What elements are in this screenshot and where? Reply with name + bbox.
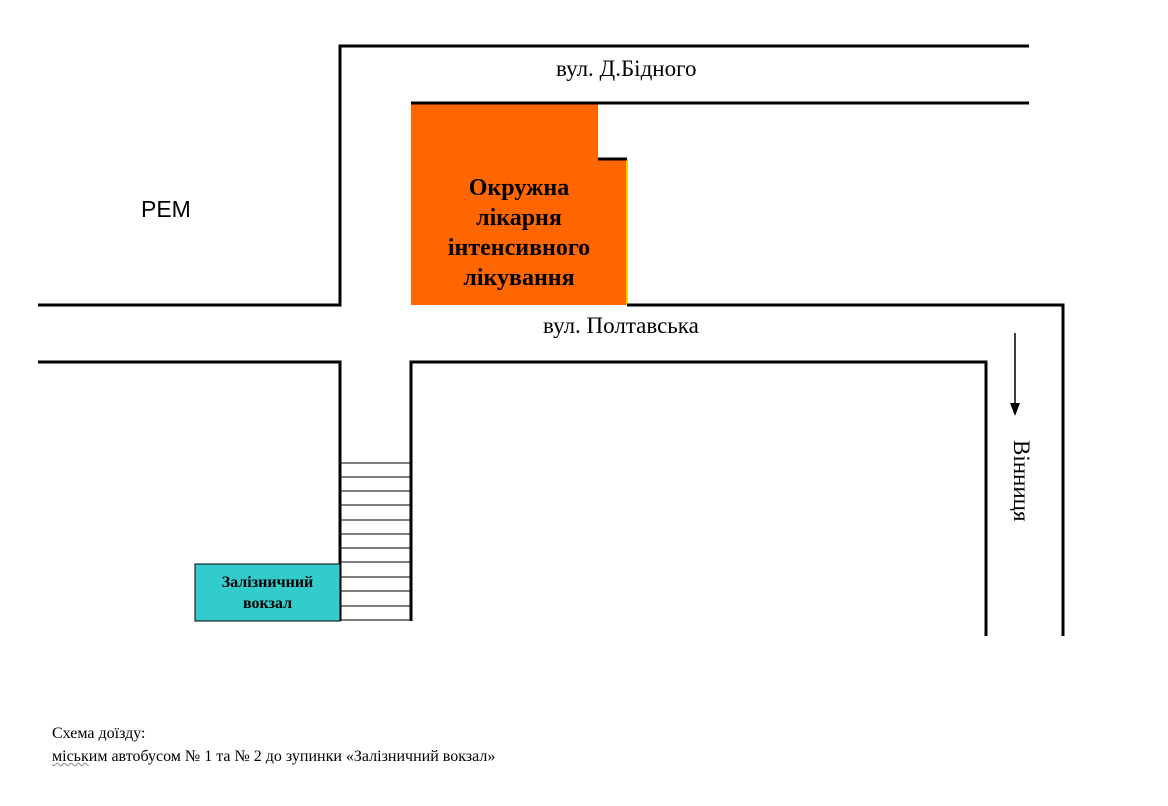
- street-edge-poltavska-south-west: [38, 360, 342, 621]
- caption-line2-prefix: міськ: [52, 748, 89, 765]
- caption-line2: міським автобусом № 1 та № 2 до зупинки …: [52, 748, 495, 766]
- hospital-label-line2: лікарня: [476, 204, 562, 231]
- station-label: Залізничний вокзал: [195, 564, 340, 621]
- crosswalk: [340, 462, 411, 621]
- hospital-label-line3: інтенсивного: [447, 234, 591, 261]
- station-building-shape: [194, 563, 341, 622]
- station-label-line2: вокзал: [242, 594, 293, 612]
- arrow-down-icon: [1010, 333, 1020, 416]
- direction-label-vinnytsia: Вінниця: [1009, 440, 1034, 522]
- hospital-building-shape: [411, 102, 627, 305]
- hospital-label-line4: лікування: [463, 264, 575, 291]
- area-label-rem: РЕМ: [141, 196, 191, 222]
- hospital-label-line1: Окружна: [468, 174, 570, 201]
- street-edge-poltavska-south-east: [409, 360, 988, 636]
- street-edge-north-top: [38, 44, 1029, 307]
- street-edge-poltavska-north: [627, 303, 1065, 636]
- station-label-line1: Залізничний: [221, 573, 314, 591]
- caption-line1: Схема доїзду:: [52, 725, 146, 742]
- street-label-bidnogo: вул. Д.Бідного: [556, 56, 697, 81]
- street-label-poltavska: вул. Полтавська: [543, 313, 699, 338]
- hospital-label: Окружна лікарня інтенсивного лікування: [411, 160, 627, 305]
- caption-line2-rest: им автобусом № 1 та № 2 до зупинки «Залі…: [88, 748, 496, 765]
